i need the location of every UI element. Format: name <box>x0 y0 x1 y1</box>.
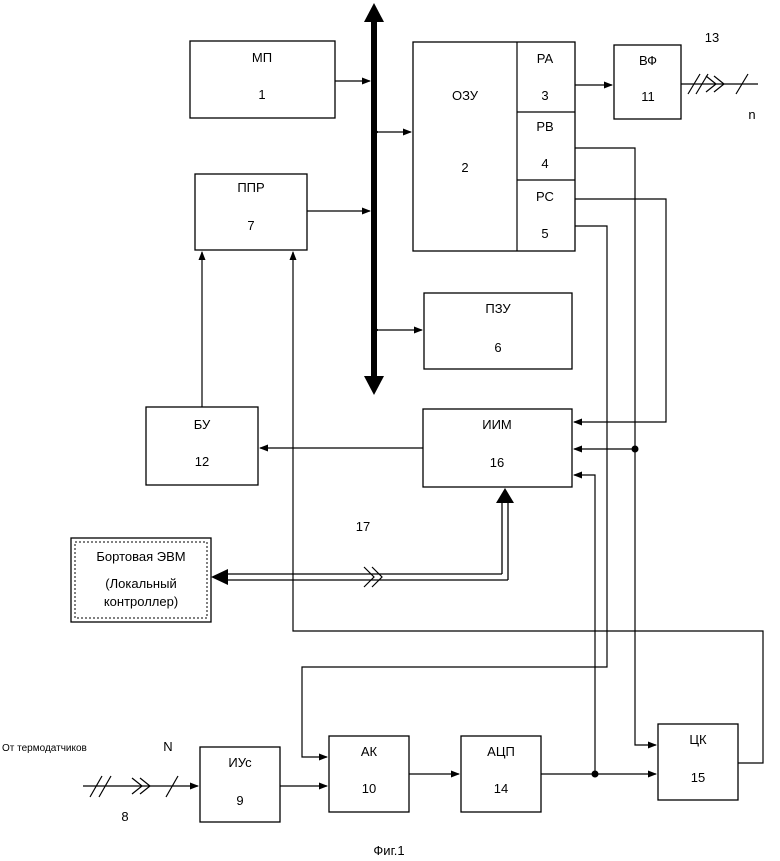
block-ppr-number: 7 <box>247 218 254 233</box>
figure-caption: Фиг.1 <box>373 843 404 858</box>
block-vf-name: ВФ <box>639 53 657 68</box>
block-mp-number: 1 <box>258 87 265 102</box>
register-rc-name: РС <box>536 189 554 204</box>
register-rb: РВ 4 <box>536 119 553 171</box>
block-pzu-name: ПЗУ <box>485 301 511 316</box>
block-ozu: ОЗУ 2 <box>412 41 576 252</box>
block-pzu-number: 6 <box>494 340 501 355</box>
block-ozu-number: 2 <box>461 160 468 175</box>
block-vf-number: 11 <box>641 89 655 104</box>
block-ak-number: 10 <box>362 781 376 796</box>
label-13: 13 <box>705 30 719 45</box>
onboard-computer-line1: Бортовая ЭВМ <box>96 549 185 564</box>
register-rc: РС 5 <box>536 189 554 241</box>
block-ak: АК 10 <box>328 735 410 813</box>
register-rb-name: РВ <box>536 119 553 134</box>
block-ius-name: ИУс <box>228 755 252 770</box>
register-ra-number: 3 <box>541 88 548 103</box>
register-ra-name: РА <box>537 51 554 66</box>
block-ius-number: 9 <box>236 793 243 808</box>
system-bus <box>364 3 384 395</box>
onboard-computer-line2: (Локальный <box>105 576 176 591</box>
block-bu-name: БУ <box>194 417 211 432</box>
block-ppr-name: ППР <box>237 180 264 195</box>
block-iim: ИИМ 16 <box>422 408 573 488</box>
block-acp-name: АЦП <box>487 744 515 759</box>
block-pzu: ПЗУ 6 <box>423 292 573 370</box>
block-ozu-name: ОЗУ <box>452 88 479 103</box>
register-ra: РА 3 <box>537 51 554 103</box>
label-from-thermosensors: От термодатчиков <box>2 743 87 754</box>
register-rb-number: 4 <box>541 156 548 171</box>
block-mp-name: МП <box>252 50 272 65</box>
block-ck-name: ЦК <box>689 732 707 747</box>
block-vf: ВФ 11 <box>613 44 682 120</box>
block-ck: ЦК 15 <box>657 723 739 801</box>
block-acp-number: 14 <box>494 781 508 796</box>
label-17: 17 <box>356 519 370 534</box>
block-acp: АЦП 14 <box>460 735 542 813</box>
label-N: N <box>163 739 172 754</box>
block-ius: ИУс 9 <box>199 746 281 823</box>
label-8: 8 <box>121 809 128 824</box>
onboard-computer-line3: контроллер) <box>104 594 178 609</box>
label-n: n <box>748 107 755 122</box>
block-ak-name: АК <box>361 744 378 759</box>
block-iim-name: ИИМ <box>482 417 512 432</box>
block-ck-number: 15 <box>691 770 705 785</box>
register-rc-number: 5 <box>541 226 548 241</box>
connections <box>83 73 764 798</box>
block-ppr: ППР 7 <box>194 173 308 251</box>
block-mp: МП 1 <box>189 40 336 119</box>
block-iim-number: 16 <box>490 455 504 470</box>
block-bu-number: 12 <box>195 454 209 469</box>
block-bu: БУ 12 <box>145 406 259 486</box>
block-onboard-computer: Бортовая ЭВМ (Локальный контроллер) <box>70 537 212 623</box>
